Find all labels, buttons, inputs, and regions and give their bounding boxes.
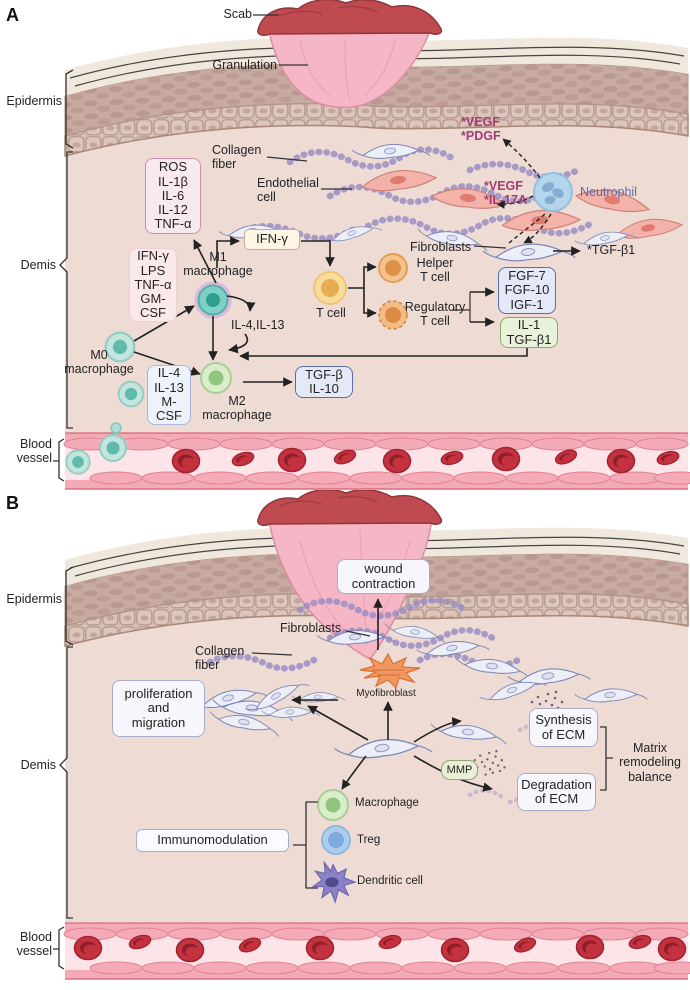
regulatory-t-factors-box: IL-1 TGF-β1 xyxy=(500,317,558,348)
tgfb1-signal: *TGF-β1 xyxy=(587,243,636,257)
brackets-b xyxy=(53,566,613,970)
macrophage-cell-b xyxy=(317,789,349,821)
helper-t-factors-box: FGF-7 FGF-10 IGF-1 xyxy=(498,267,556,314)
m2-cytokines-box: TGF-β IL-10 xyxy=(295,366,353,398)
synthesis-ecm-box: Synthesis of ECM xyxy=(529,708,598,747)
brackets-a xyxy=(53,69,74,482)
dendritic-cell-label: Dendritic cell xyxy=(357,875,423,887)
treg-cell xyxy=(321,825,351,855)
proliferation-migration-box: proliferation and migration xyxy=(112,680,205,737)
t-cell xyxy=(313,271,347,305)
endothelial-label: Endothelial cell xyxy=(257,176,319,205)
panel-a-letter: A xyxy=(6,5,19,25)
epidermis-label-a: Epidermis xyxy=(6,94,62,108)
m1-macrophage-label: M1 macrophage xyxy=(183,250,253,279)
collagen-fiber-label-b: Collagen fiber xyxy=(195,644,245,673)
vegf-il17a-signal: *VEGF *IL-17A xyxy=(484,179,528,208)
dermis-label-a: Demis xyxy=(20,258,56,272)
skin-layers-a xyxy=(64,37,689,432)
epidermis-label-b: Epidermis xyxy=(6,592,62,606)
immunomodulation-box: Immunomodulation xyxy=(136,829,289,852)
m1-cytokines-box: ROS IL-1β IL-6 IL-12 TNF-α xyxy=(145,158,201,234)
m0-macrophage-label: M0 macrophage xyxy=(64,348,134,377)
macrophage-label-b: Macrophage xyxy=(355,797,419,809)
myofibroblast-label: Myofibroblast xyxy=(356,688,416,699)
fibroblasts-label-b: Fibroblasts xyxy=(280,621,342,635)
scab-label: Scab xyxy=(223,7,253,21)
panel-b-letter: B xyxy=(6,493,19,513)
m1-macrophage-cell xyxy=(194,281,232,319)
treg-label: Treg xyxy=(357,834,381,846)
helper-t-label: Helper T cell xyxy=(416,256,454,285)
wound-a xyxy=(257,0,443,109)
granulation-tissue xyxy=(267,25,433,109)
blood-vessel-label-a: Blood vessel xyxy=(16,437,52,466)
granulation-label: Granulation xyxy=(212,58,277,72)
ifn-gamma-box: IFN-γ xyxy=(244,229,300,250)
fibroblasts-label-a: Fibroblasts xyxy=(410,240,472,254)
m2-stimuli-box: IL-4 IL-13 M- CSF xyxy=(147,365,191,425)
blood-vessel-a xyxy=(63,422,690,490)
il4-il13-signal: IL-4,IL-13 xyxy=(231,318,285,332)
matrix-balance-label: Matrix remodeling balance xyxy=(619,741,681,784)
m1-stimuli-box: IFN-γ LPS TNF-α GM- CSF xyxy=(129,248,177,322)
blood-vessel-label-b: Blood vessel xyxy=(16,930,52,959)
m2-macrophage-cell xyxy=(200,362,232,394)
regulatory-t-label: Regulatory T cell xyxy=(404,300,466,329)
scab-shape-b xyxy=(257,490,443,526)
mmp-badge: MMP xyxy=(441,760,478,780)
collagen-fiber-label-a: Collagen fiber xyxy=(212,143,262,172)
t-cell-label: T cell xyxy=(316,306,346,320)
helper-t-cell xyxy=(378,253,408,283)
m2-macrophage-label: M2 macrophage xyxy=(202,394,272,423)
scab-shape xyxy=(257,0,443,36)
neutrophil-label: Neutrophil xyxy=(580,185,637,199)
monocytes-in-vessel xyxy=(65,422,127,475)
dermis-label-b: Demis xyxy=(20,758,56,772)
degradation-ecm-box: Degradation of ECM xyxy=(517,773,596,811)
vegf-pdgf-signal: *VEGF *PDGF xyxy=(461,115,501,144)
panel-a-illustration xyxy=(53,0,690,490)
wound-contraction-box: wound contraction xyxy=(337,559,430,594)
blood-vessel-b xyxy=(63,922,690,980)
